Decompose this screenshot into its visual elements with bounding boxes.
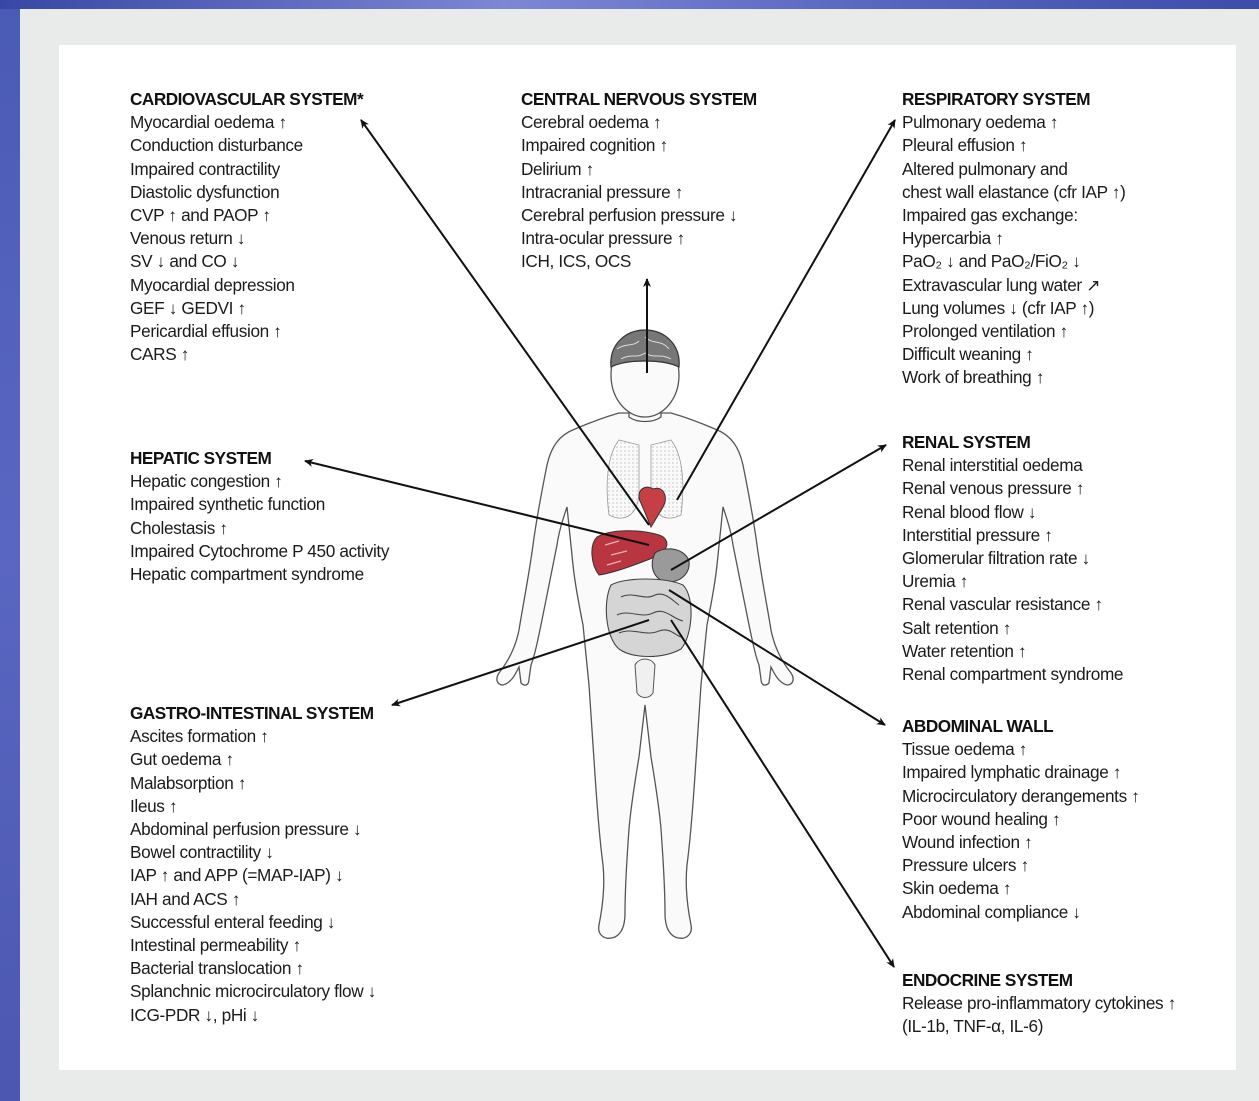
respiratory-item: Lung volumes ↓ (cfr IAP ↑) bbox=[902, 297, 1125, 320]
hepatic-title: HEPATIC SYSTEM bbox=[130, 447, 389, 470]
abdominal-wall-section: ABDOMINAL WALL Tissue oedema ↑ Impaired … bbox=[902, 715, 1140, 924]
abdominal-wall-item: Abdominal compliance ↓ bbox=[902, 901, 1140, 924]
renal-title: RENAL SYSTEM bbox=[902, 431, 1123, 454]
renal-item: Renal venous pressure ↑ bbox=[902, 477, 1123, 500]
cardiovascular-item: Myocardial depression bbox=[130, 274, 363, 297]
respiratory-item: Impaired gas exchange: bbox=[902, 204, 1125, 227]
abdominal-wall-item: Impaired lymphatic drainage ↑ bbox=[902, 761, 1140, 784]
cardiovascular-item: Myocardial oedema ↑ bbox=[130, 111, 363, 134]
cardiovascular-item: Pericardial effusion ↑ bbox=[130, 320, 363, 343]
diagram-figure: CARDIOVASCULAR SYSTEM* Myocardial oedema… bbox=[59, 45, 1236, 1070]
renal-item: Glomerular filtration rate ↓ bbox=[902, 547, 1123, 570]
endocrine-item: Release pro-inflammatory cytokines ↑ bbox=[902, 992, 1176, 1015]
abdominal-wall-item: Poor wound healing ↑ bbox=[902, 808, 1140, 831]
endocrine-item: (IL-1b, TNF-α, IL-6) bbox=[902, 1015, 1176, 1038]
cns-item: Delirium ↑ bbox=[521, 158, 757, 181]
cardiovascular-item: Diastolic dysfunction bbox=[130, 181, 363, 204]
respiratory-item: chest wall elastance (cfr IAP ↑) bbox=[902, 181, 1125, 204]
respiratory-item: Prolonged ventilation ↑ bbox=[902, 320, 1125, 343]
abdominal-wall-item: Skin oedema ↑ bbox=[902, 877, 1140, 900]
respiratory-item: Altered pulmonary and bbox=[902, 158, 1125, 181]
gi-item: Gut oedema ↑ bbox=[130, 748, 376, 771]
respiratory-item: Extravascular lung water ↗ bbox=[902, 274, 1125, 297]
cardiovascular-item: Conduction disturbance bbox=[130, 134, 363, 157]
abdominal-wall-title: ABDOMINAL WALL bbox=[902, 715, 1140, 738]
renal-item: Salt retention ↑ bbox=[902, 617, 1123, 640]
respiratory-item: Hypercarbia ↑ bbox=[902, 227, 1125, 250]
abdominal-wall-item: Microcirculatory derangements ↑ bbox=[902, 785, 1140, 808]
respiratory-item: Difficult weaning ↑ bbox=[902, 343, 1125, 366]
gi-item: Abdominal perfusion pressure ↓ bbox=[130, 818, 376, 841]
renal-section: RENAL SYSTEM Renal interstitial oedema R… bbox=[902, 431, 1123, 686]
endocrine-title: ENDOCRINE SYSTEM bbox=[902, 969, 1176, 992]
cns-item: Cerebral oedema ↑ bbox=[521, 111, 757, 134]
cardiovascular-item: GEF ↓ GEDVI ↑ bbox=[130, 297, 363, 320]
cardiovascular-section: CARDIOVASCULAR SYSTEM* Myocardial oedema… bbox=[130, 88, 363, 366]
respiratory-item: Pulmonary oedema ↑ bbox=[902, 111, 1125, 134]
respiratory-item: PaO₂ ↓ and PaO₂/FiO₂ ↓ bbox=[902, 250, 1125, 273]
renal-item: Uremia ↑ bbox=[902, 570, 1123, 593]
hepatic-item: Cholestasis ↑ bbox=[130, 517, 389, 540]
cns-item: Intra-ocular pressure ↑ bbox=[521, 227, 757, 250]
gi-item: Splanchnic microcirculatory flow ↓ bbox=[130, 980, 376, 1003]
hepatic-section: HEPATIC SYSTEM Hepatic congestion ↑ Impa… bbox=[130, 447, 389, 586]
respiratory-item: Pleural effusion ↑ bbox=[902, 134, 1125, 157]
hepatic-item: Impaired Cytochrome P 450 activity bbox=[130, 540, 389, 563]
gi-item: Bacterial translocation ↑ bbox=[130, 957, 376, 980]
gi-item: Successful enteral feeding ↓ bbox=[130, 911, 376, 934]
renal-item: Renal blood flow ↓ bbox=[902, 501, 1123, 524]
cardiovascular-item: SV ↓ and CO ↓ bbox=[130, 250, 363, 273]
respiratory-section: RESPIRATORY SYSTEM Pulmonary oedema ↑ Pl… bbox=[902, 88, 1125, 390]
cns-title: CENTRAL NERVOUS SYSTEM bbox=[521, 88, 757, 111]
gi-item: Ascites formation ↑ bbox=[130, 725, 376, 748]
cardiovascular-item: Venous return ↓ bbox=[130, 227, 363, 250]
cardiovascular-item: Impaired contractility bbox=[130, 158, 363, 181]
cns-item: Intracranial pressure ↑ bbox=[521, 181, 757, 204]
cardiovascular-title: CARDIOVASCULAR SYSTEM* bbox=[130, 88, 363, 111]
gi-title: GASTRO-INTESTINAL SYSTEM bbox=[130, 702, 376, 725]
gi-item: Malabsorption ↑ bbox=[130, 772, 376, 795]
gi-item: IAH and ACS ↑ bbox=[130, 888, 376, 911]
renal-item: Renal vascular resistance ↑ bbox=[902, 593, 1123, 616]
abdominal-wall-item: Wound infection ↑ bbox=[902, 831, 1140, 854]
endocrine-section: ENDOCRINE SYSTEM Release pro-inflammator… bbox=[902, 969, 1176, 1039]
gi-item: Bowel contractility ↓ bbox=[130, 841, 376, 864]
respiratory-title: RESPIRATORY SYSTEM bbox=[902, 88, 1125, 111]
cardiovascular-item: CARS ↑ bbox=[130, 343, 363, 366]
cns-section: CENTRAL NERVOUS SYSTEM Cerebral oedema ↑… bbox=[521, 88, 757, 274]
respiratory-item: Work of breathing ↑ bbox=[902, 366, 1125, 389]
renal-item: Water retention ↑ bbox=[902, 640, 1123, 663]
gi-section: GASTRO-INTESTINAL SYSTEM Ascites formati… bbox=[130, 702, 376, 1027]
brain-illustration bbox=[611, 330, 679, 367]
abdominal-wall-item: Tissue oedema ↑ bbox=[902, 738, 1140, 761]
gi-item: IAP ↑ and APP (=MAP-IAP) ↓ bbox=[130, 864, 376, 887]
cardiovascular-item: CVP ↑ and PAOP ↑ bbox=[130, 204, 363, 227]
renal-item: Renal interstitial oedema bbox=[902, 454, 1123, 477]
gi-item: ICG-PDR ↓, pHi ↓ bbox=[130, 1004, 376, 1027]
hepatic-item: Hepatic compartment syndrome bbox=[130, 563, 389, 586]
hepatic-item: Impaired synthetic function bbox=[130, 493, 389, 516]
renal-item: Interstitial pressure ↑ bbox=[902, 524, 1123, 547]
cns-item: Cerebral perfusion pressure ↓ bbox=[521, 204, 757, 227]
abdominal-wall-item: Pressure ulcers ↑ bbox=[902, 854, 1140, 877]
cns-item: ICH, ICS, OCS bbox=[521, 250, 757, 273]
gi-item: Ileus ↑ bbox=[130, 795, 376, 818]
renal-item: Renal compartment syndrome bbox=[902, 663, 1123, 686]
hepatic-item: Hepatic congestion ↑ bbox=[130, 470, 389, 493]
slide-top-stripe bbox=[0, 0, 1259, 9]
gi-item: Intestinal permeability ↑ bbox=[130, 934, 376, 957]
cns-item: Impaired cognition ↑ bbox=[521, 134, 757, 157]
